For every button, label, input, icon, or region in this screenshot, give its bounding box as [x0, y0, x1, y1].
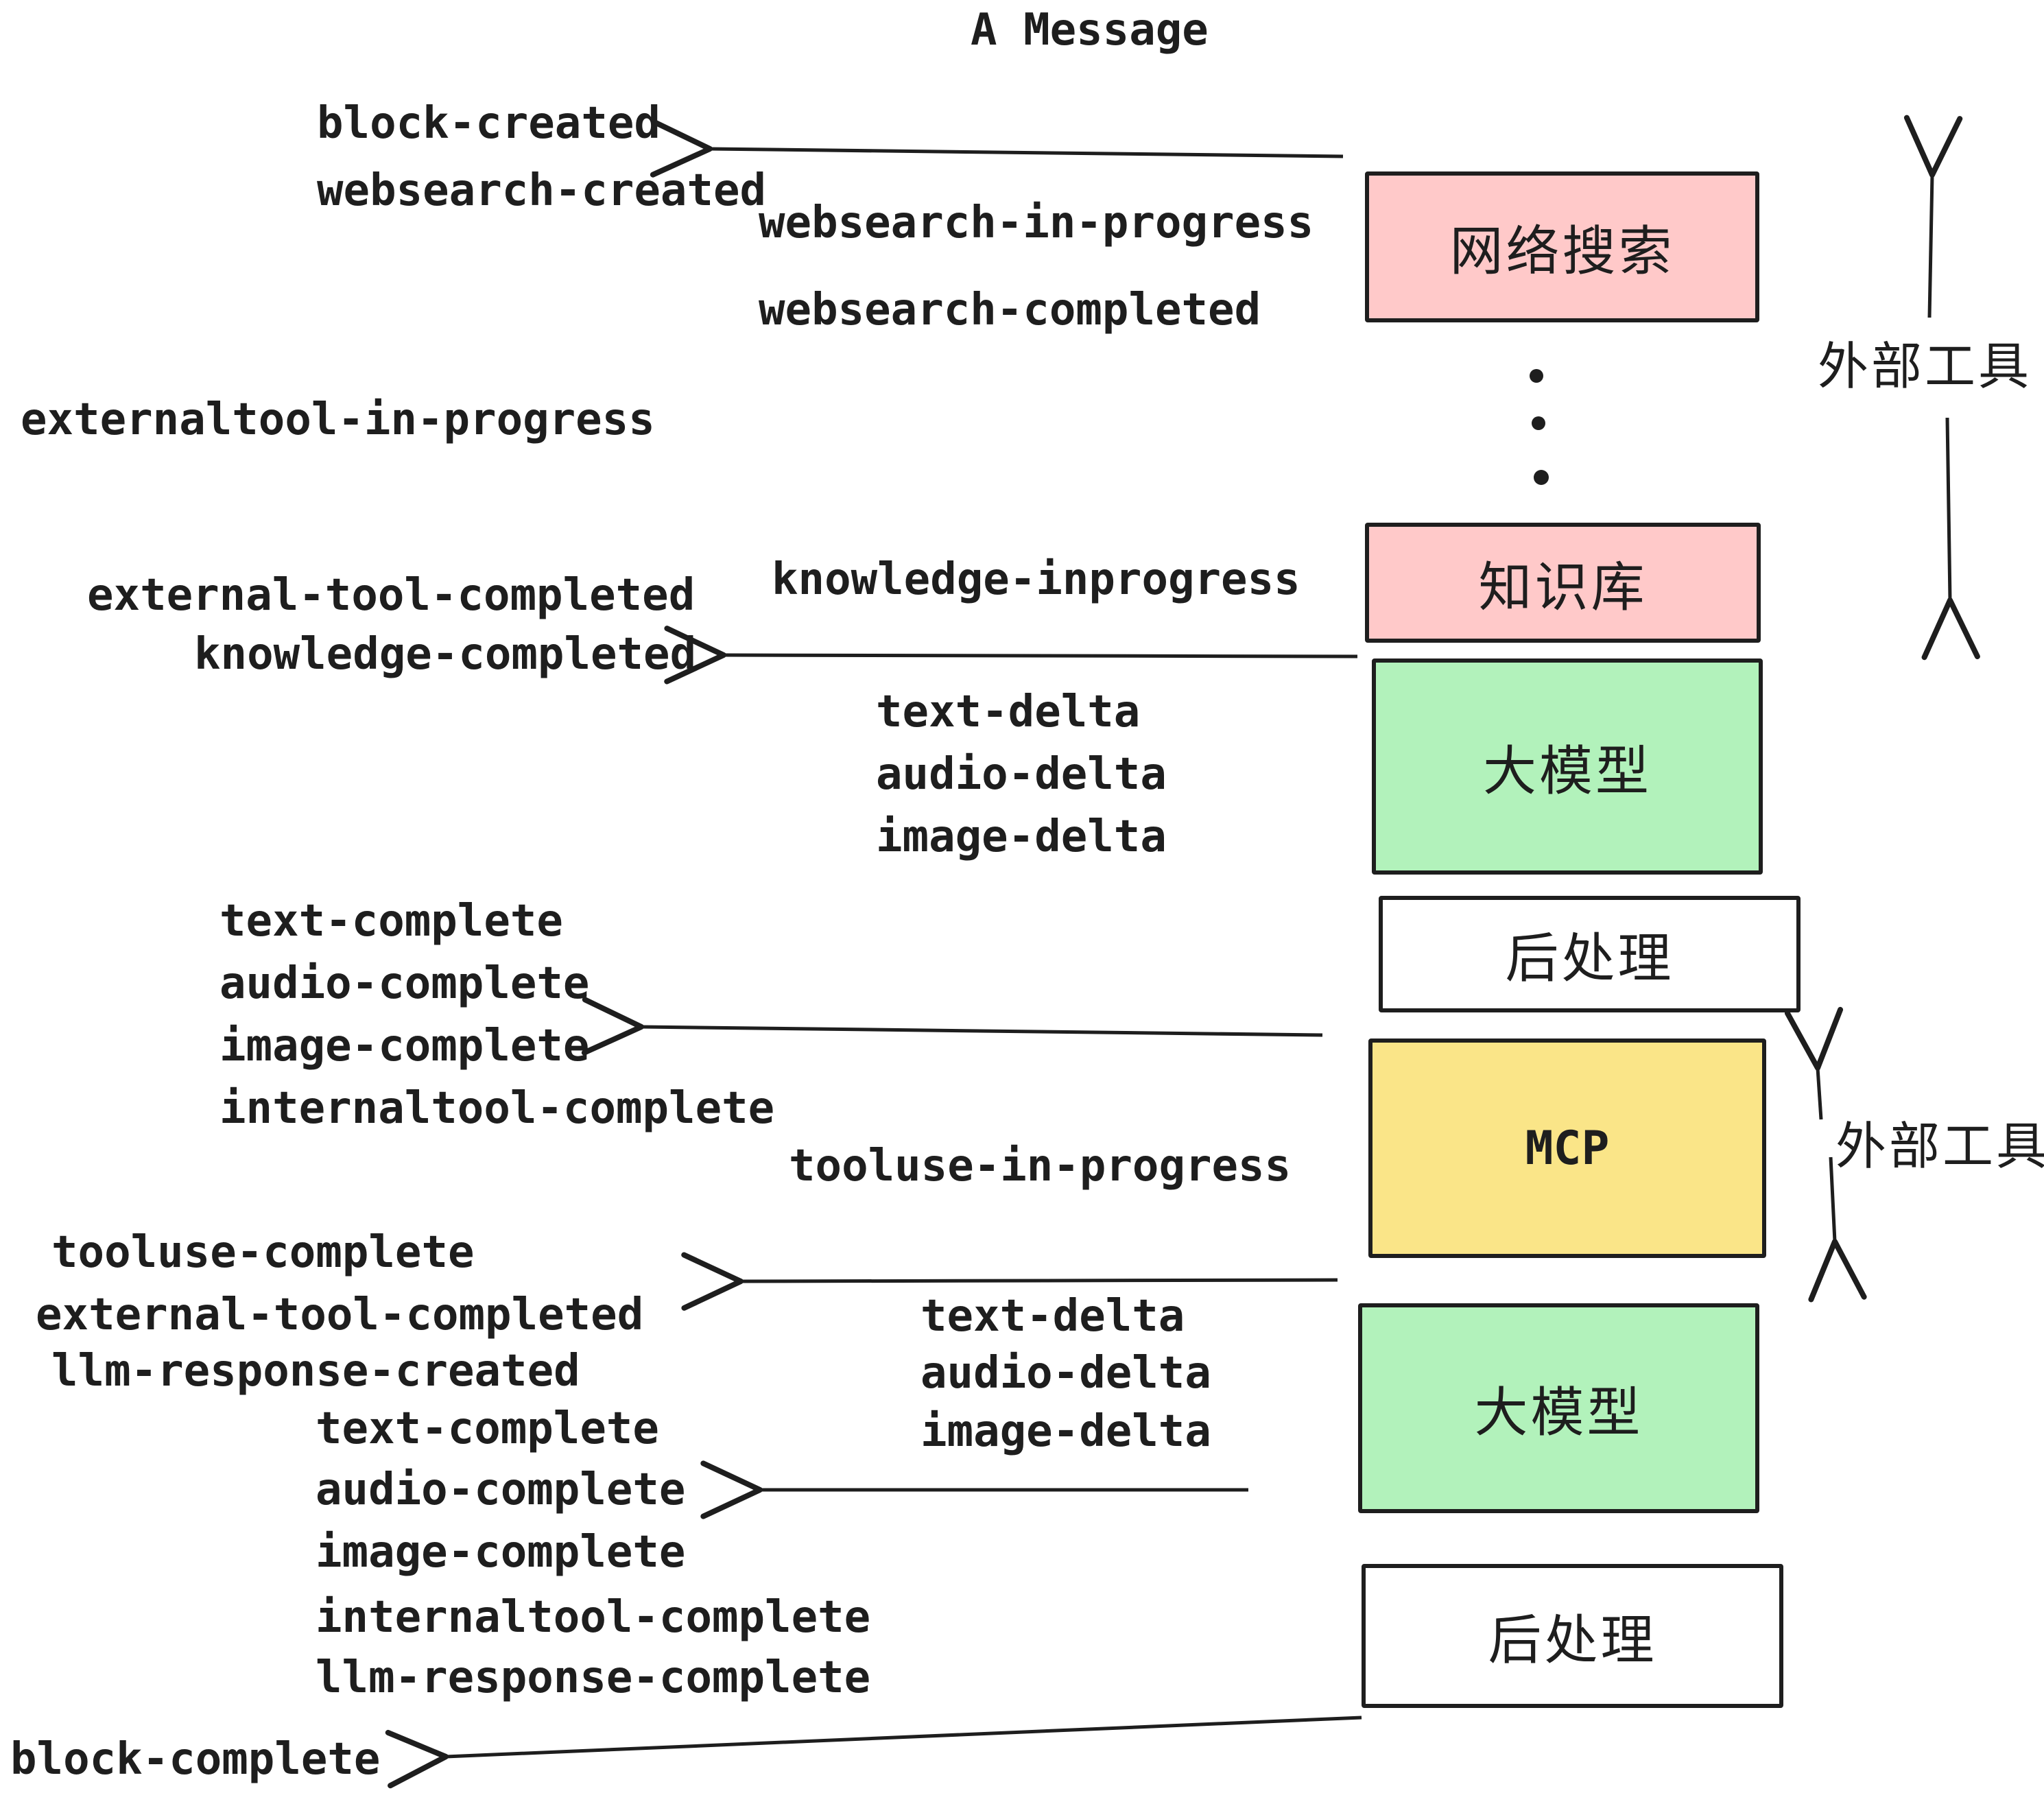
event-block-complete: block-complete	[10, 1734, 381, 1785]
event-websearch-completed: websearch-completed	[759, 285, 1261, 335]
event-llm-response-created: llm-response-created	[51, 1346, 580, 1397]
arrow-external-tools-up-1	[1903, 115, 1963, 318]
event-text-complete-1: text-complete	[219, 896, 563, 947]
external-tools-note-2: 外部工具	[1835, 1117, 2044, 1175]
arrow-websearch-created	[650, 119, 1344, 178]
event-text-delta-1: text-delta	[876, 687, 1141, 737]
box-mcp-label: MCP	[1525, 1121, 1610, 1176]
event-audio-complete-1: audio-complete	[219, 958, 590, 1009]
event-websearch-in-progress: websearch-in-progress	[759, 198, 1314, 248]
arrow-block-complete	[385, 1716, 1362, 1789]
event-text-delta-2: text-delta	[920, 1291, 1185, 1342]
box-post-process-2-label: 后处理	[1488, 1610, 1657, 1670]
box-llm-1: 大模型	[1372, 658, 1763, 875]
event-tooluse-in-progress: tooluse-in-progress	[789, 1141, 1292, 1191]
box-post-process-1-label: 后处理	[1505, 928, 1674, 988]
box-mcp: MCP	[1368, 1039, 1766, 1258]
event-image-complete-2: image-complete	[316, 1527, 686, 1578]
event-websearch-created: websearch-created	[317, 165, 767, 216]
box-post-process-2: 后处理	[1362, 1564, 1783, 1708]
box-web-search-label: 网络搜索	[1449, 221, 1675, 281]
event-image-complete-1: image-complete	[219, 1021, 590, 1071]
vertical-ellipsis-dots-icon	[1530, 369, 1549, 485]
diagram-title: A Message	[971, 5, 1209, 56]
event-knowledge-completed: knowledge-completed	[194, 629, 697, 680]
event-internaltool-complete-1: internaltool-complete	[219, 1083, 775, 1134]
box-llm-1-label: 大模型	[1482, 740, 1652, 801]
arrow-internal-complete-1	[581, 997, 1323, 1056]
box-knowledge-base-label: 知识库	[1478, 556, 1648, 617]
event-text-complete-2: text-complete	[316, 1403, 659, 1454]
arrow-knowledge-completed	[664, 626, 1358, 685]
event-external-tool-completed-2: external-tool-completed	[36, 1290, 644, 1340]
event-llm-response-complete: llm-response-complete	[316, 1652, 871, 1703]
event-internaltool-complete-2: internaltool-complete	[316, 1592, 871, 1643]
event-audio-delta-2: audio-delta	[920, 1348, 1211, 1399]
box-web-search: 网络搜索	[1365, 171, 1759, 322]
event-image-delta-1: image-delta	[876, 811, 1167, 862]
arrow-external-tools-down-2	[1808, 1156, 1867, 1303]
box-knowledge-base: 知识库	[1365, 523, 1761, 643]
event-block-created: block-created	[317, 98, 661, 149]
box-llm-2-label: 大模型	[1474, 1382, 1643, 1443]
event-image-delta-2: image-delta	[920, 1406, 1211, 1457]
event-audio-delta-1: audio-delta	[876, 749, 1167, 800]
arrow-external-tools-down-1	[1921, 417, 1980, 661]
event-externaltool-in-progress: externaltool-in-progress	[21, 394, 655, 445]
box-llm-2: 大模型	[1358, 1303, 1759, 1513]
external-tools-note-1: 外部工具	[1818, 337, 2032, 395]
event-external-tool-completed-1: external-tool-completed	[87, 570, 696, 621]
event-audio-complete-2: audio-complete	[316, 1464, 686, 1515]
box-post-process-1: 后处理	[1379, 896, 1801, 1012]
event-knowledge-inprogress: knowledge-inprogress	[772, 554, 1300, 605]
arrow-external-tools-up-2	[1784, 1006, 1844, 1120]
arrow-tooluse-complete	[681, 1252, 1338, 1311]
event-tooluse-complete: tooluse-complete	[51, 1227, 475, 1278]
